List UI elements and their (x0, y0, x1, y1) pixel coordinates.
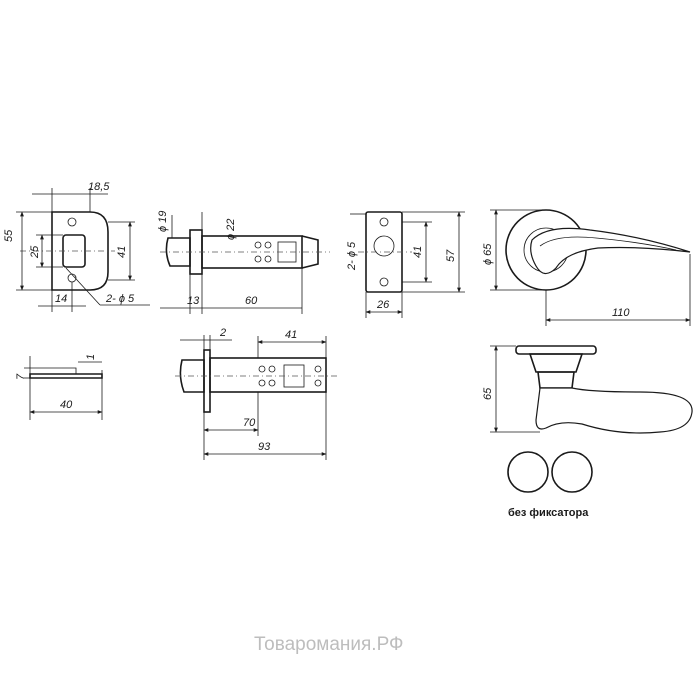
strike-plate-view: 18,5 55 25 41 14 2- ϕ 5 (3, 181, 150, 312)
caps-view: без фиксатора (507, 451, 593, 519)
latch-bolt (165, 237, 191, 267)
handle-lever-side (535, 387, 693, 434)
caps-caption: без фиксатора (508, 507, 589, 519)
watermark: Товаромания.РФ (254, 634, 403, 655)
dim-rosette-holes: 2- ϕ 5 (346, 241, 358, 271)
dim-strike-1: 1 (85, 354, 97, 360)
dim-handle-65: 65 (482, 387, 494, 400)
dim-25: 25 (29, 245, 41, 259)
latch-body-side (209, 357, 327, 393)
dim-14: 14 (55, 293, 67, 305)
dim-13: 13 (187, 295, 200, 307)
handle-front-view: ϕ 65 110 (482, 209, 691, 326)
dim-handle-110: 110 (612, 307, 630, 319)
latch-bolt-side (179, 359, 205, 393)
dim-rosette-57: 57 (445, 249, 457, 262)
dim-latch-93: 93 (258, 441, 271, 453)
dim-rosette-41: 41 (412, 246, 424, 258)
dim-latch-41: 41 (285, 329, 297, 341)
latch-bottom-view: 2 41 70 93 (175, 327, 340, 460)
dim-18-5: 18,5 (88, 181, 110, 193)
strike-side-profile (29, 373, 103, 379)
handle-rosette-side (515, 345, 597, 355)
dim-rosette-26: 26 (376, 299, 390, 311)
cap-right (551, 451, 593, 493)
dim-handle-phi65: ϕ 65 (482, 243, 494, 265)
cap-left (507, 451, 549, 493)
dim-60: 60 (245, 295, 258, 307)
dim-phi22: ϕ 22 (225, 219, 237, 240)
dim-latch-70: 70 (243, 417, 256, 429)
rosette-plate-view: 2- ϕ 5 41 57 26 (346, 211, 465, 318)
dim-41: 41 (116, 246, 128, 258)
strike-side-view: 7 1 40 (15, 354, 103, 420)
dim-holes: 2- ϕ 5 (105, 293, 135, 305)
dim-strike-7: 7 (15, 373, 27, 380)
latch-top-view: ϕ 19 ϕ 22 13 60 (157, 211, 330, 314)
dim-strike-40: 40 (60, 399, 73, 411)
dim-latch-2: 2 (219, 327, 226, 339)
handle-side-view: 65 (482, 345, 693, 434)
strike-hole-top (67, 217, 77, 227)
dim-55: 55 (3, 229, 15, 242)
latch-faceplate-side (203, 349, 211, 413)
handle-lever (530, 227, 691, 275)
strike-plate-outline (51, 211, 109, 291)
dim-phi19: ϕ 19 (157, 211, 169, 232)
